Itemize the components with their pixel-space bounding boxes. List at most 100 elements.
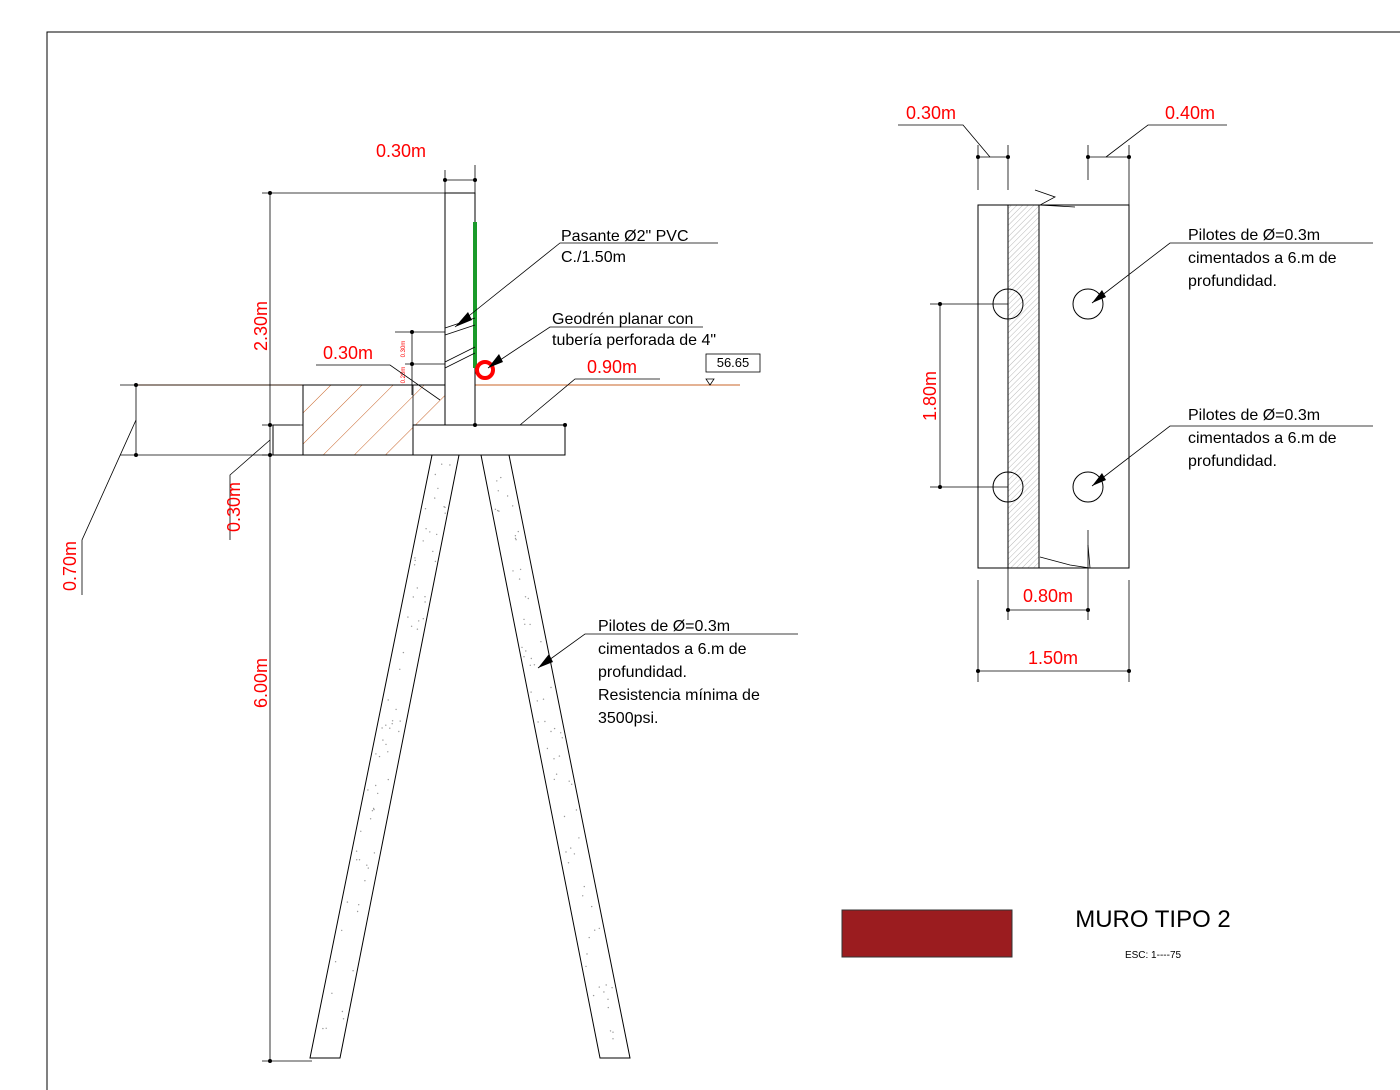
concrete-speckle xyxy=(553,778,555,781)
dim-toe-width: 0.90m xyxy=(587,357,637,377)
note-pvc-2: C./1.50m xyxy=(561,249,626,266)
concrete-speckle xyxy=(413,564,416,566)
dim-dot xyxy=(443,178,447,182)
arrow-icon xyxy=(1092,473,1106,486)
dim-dot xyxy=(1006,155,1010,159)
title-swatch xyxy=(841,909,1013,958)
concrete-speckle xyxy=(523,656,525,658)
dim-right-strip: 0.40m xyxy=(1165,103,1215,123)
concrete-speckle xyxy=(530,657,532,660)
concrete-speckle xyxy=(612,1031,614,1033)
note-piles-2: cimentados a 6.m de xyxy=(598,641,747,658)
concrete-speckle xyxy=(398,730,400,733)
wall-stem xyxy=(444,192,476,426)
concrete-speckle xyxy=(432,550,434,553)
dim-dot xyxy=(1006,608,1010,612)
arrow-icon xyxy=(1092,290,1106,303)
concrete-speckle xyxy=(356,910,359,913)
concrete-speckle xyxy=(514,535,517,537)
concrete-speckle xyxy=(373,852,376,854)
concrete-speckle xyxy=(611,987,613,989)
concrete-speckle xyxy=(560,732,562,734)
dim-dot xyxy=(1127,155,1131,159)
dim-footing-thk: 0.30m xyxy=(224,482,244,532)
backfill-block xyxy=(302,384,446,456)
elevation-box xyxy=(705,353,761,373)
concrete-speckle xyxy=(537,721,539,723)
concrete-speckle xyxy=(512,570,514,572)
concrete-speckle xyxy=(588,936,590,939)
concrete-speckle xyxy=(546,747,549,750)
dim-dot xyxy=(1127,669,1131,673)
dim-footing-leader xyxy=(229,439,271,540)
concrete-speckle xyxy=(422,540,424,542)
dim-dot xyxy=(1086,608,1090,612)
arrow-icon xyxy=(455,312,472,327)
concrete-speckle xyxy=(497,509,499,512)
dim-dot xyxy=(268,1059,272,1063)
concrete-speckle xyxy=(356,859,358,861)
dim-dot xyxy=(268,191,272,195)
concrete-speckle xyxy=(514,537,517,540)
concrete-speckle xyxy=(381,727,383,729)
concrete-speckle xyxy=(371,810,374,812)
concrete-speckle xyxy=(395,708,397,711)
pile-speckles xyxy=(322,463,614,1040)
concrete-speckle xyxy=(389,727,391,729)
concrete-speckle xyxy=(530,691,532,693)
concrete-speckle xyxy=(424,508,427,510)
elevation-label: 56.65 xyxy=(717,355,750,370)
concrete-speckle xyxy=(387,751,389,753)
geodren-leader xyxy=(487,326,703,369)
concrete-speckle xyxy=(444,512,446,514)
concrete-speckle xyxy=(571,783,573,785)
concrete-speckle xyxy=(366,864,368,866)
drain-pipe-icon xyxy=(475,360,495,380)
concrete-speckle xyxy=(498,510,500,512)
concrete-speckle xyxy=(449,464,451,466)
dim-step-leader xyxy=(316,364,441,401)
sheet-border xyxy=(46,31,1400,1090)
concrete-speckle xyxy=(377,792,379,795)
concrete-speckle xyxy=(519,568,522,571)
plan-note-top-2: cimentados a 6.m de xyxy=(1188,250,1337,267)
concrete-speckle xyxy=(518,578,521,580)
concrete-speckle xyxy=(529,623,531,626)
concrete-speckle xyxy=(523,618,525,621)
note-piles-4: Resistencia mínima de xyxy=(598,687,760,704)
dim-dot xyxy=(563,423,567,427)
dim-dot xyxy=(410,330,414,334)
concrete-speckle xyxy=(568,780,570,782)
concrete-speckle xyxy=(561,737,563,739)
concrete-speckle xyxy=(500,476,502,479)
concrete-speckle xyxy=(322,1027,324,1030)
dim-dot xyxy=(410,362,414,366)
concrete-speckle xyxy=(594,929,596,931)
dim-stem-height: 2.30m xyxy=(251,301,271,351)
plan-note-top-3: profundidad. xyxy=(1188,273,1277,290)
dim-inner-width: 0.80m xyxy=(1023,586,1073,606)
concrete-speckle xyxy=(515,539,517,541)
concrete-speckle xyxy=(424,596,426,598)
concrete-speckle xyxy=(425,528,427,530)
concrete-speckle xyxy=(444,506,446,509)
concrete-speckle xyxy=(424,601,426,603)
pile-right xyxy=(480,454,631,1059)
concrete-speckle xyxy=(567,862,570,864)
concrete-speckle xyxy=(391,723,393,725)
concrete-speckle xyxy=(553,727,556,730)
concrete-speckle xyxy=(387,778,389,781)
concrete-speckle xyxy=(414,559,416,562)
concrete-speckle xyxy=(367,867,369,869)
weep-pipe-3 xyxy=(444,346,476,363)
dim-step-width: 0.30m xyxy=(323,343,373,363)
dim-left-strip-leader xyxy=(898,124,991,158)
concrete-speckle xyxy=(434,497,436,499)
dim-right-strip-leader xyxy=(1105,124,1227,158)
weep-pipe-4 xyxy=(444,352,476,369)
concrete-speckle xyxy=(334,961,337,963)
concrete-speckle xyxy=(550,686,552,689)
concrete-speckle xyxy=(578,837,580,839)
concrete-speckle xyxy=(434,473,436,476)
